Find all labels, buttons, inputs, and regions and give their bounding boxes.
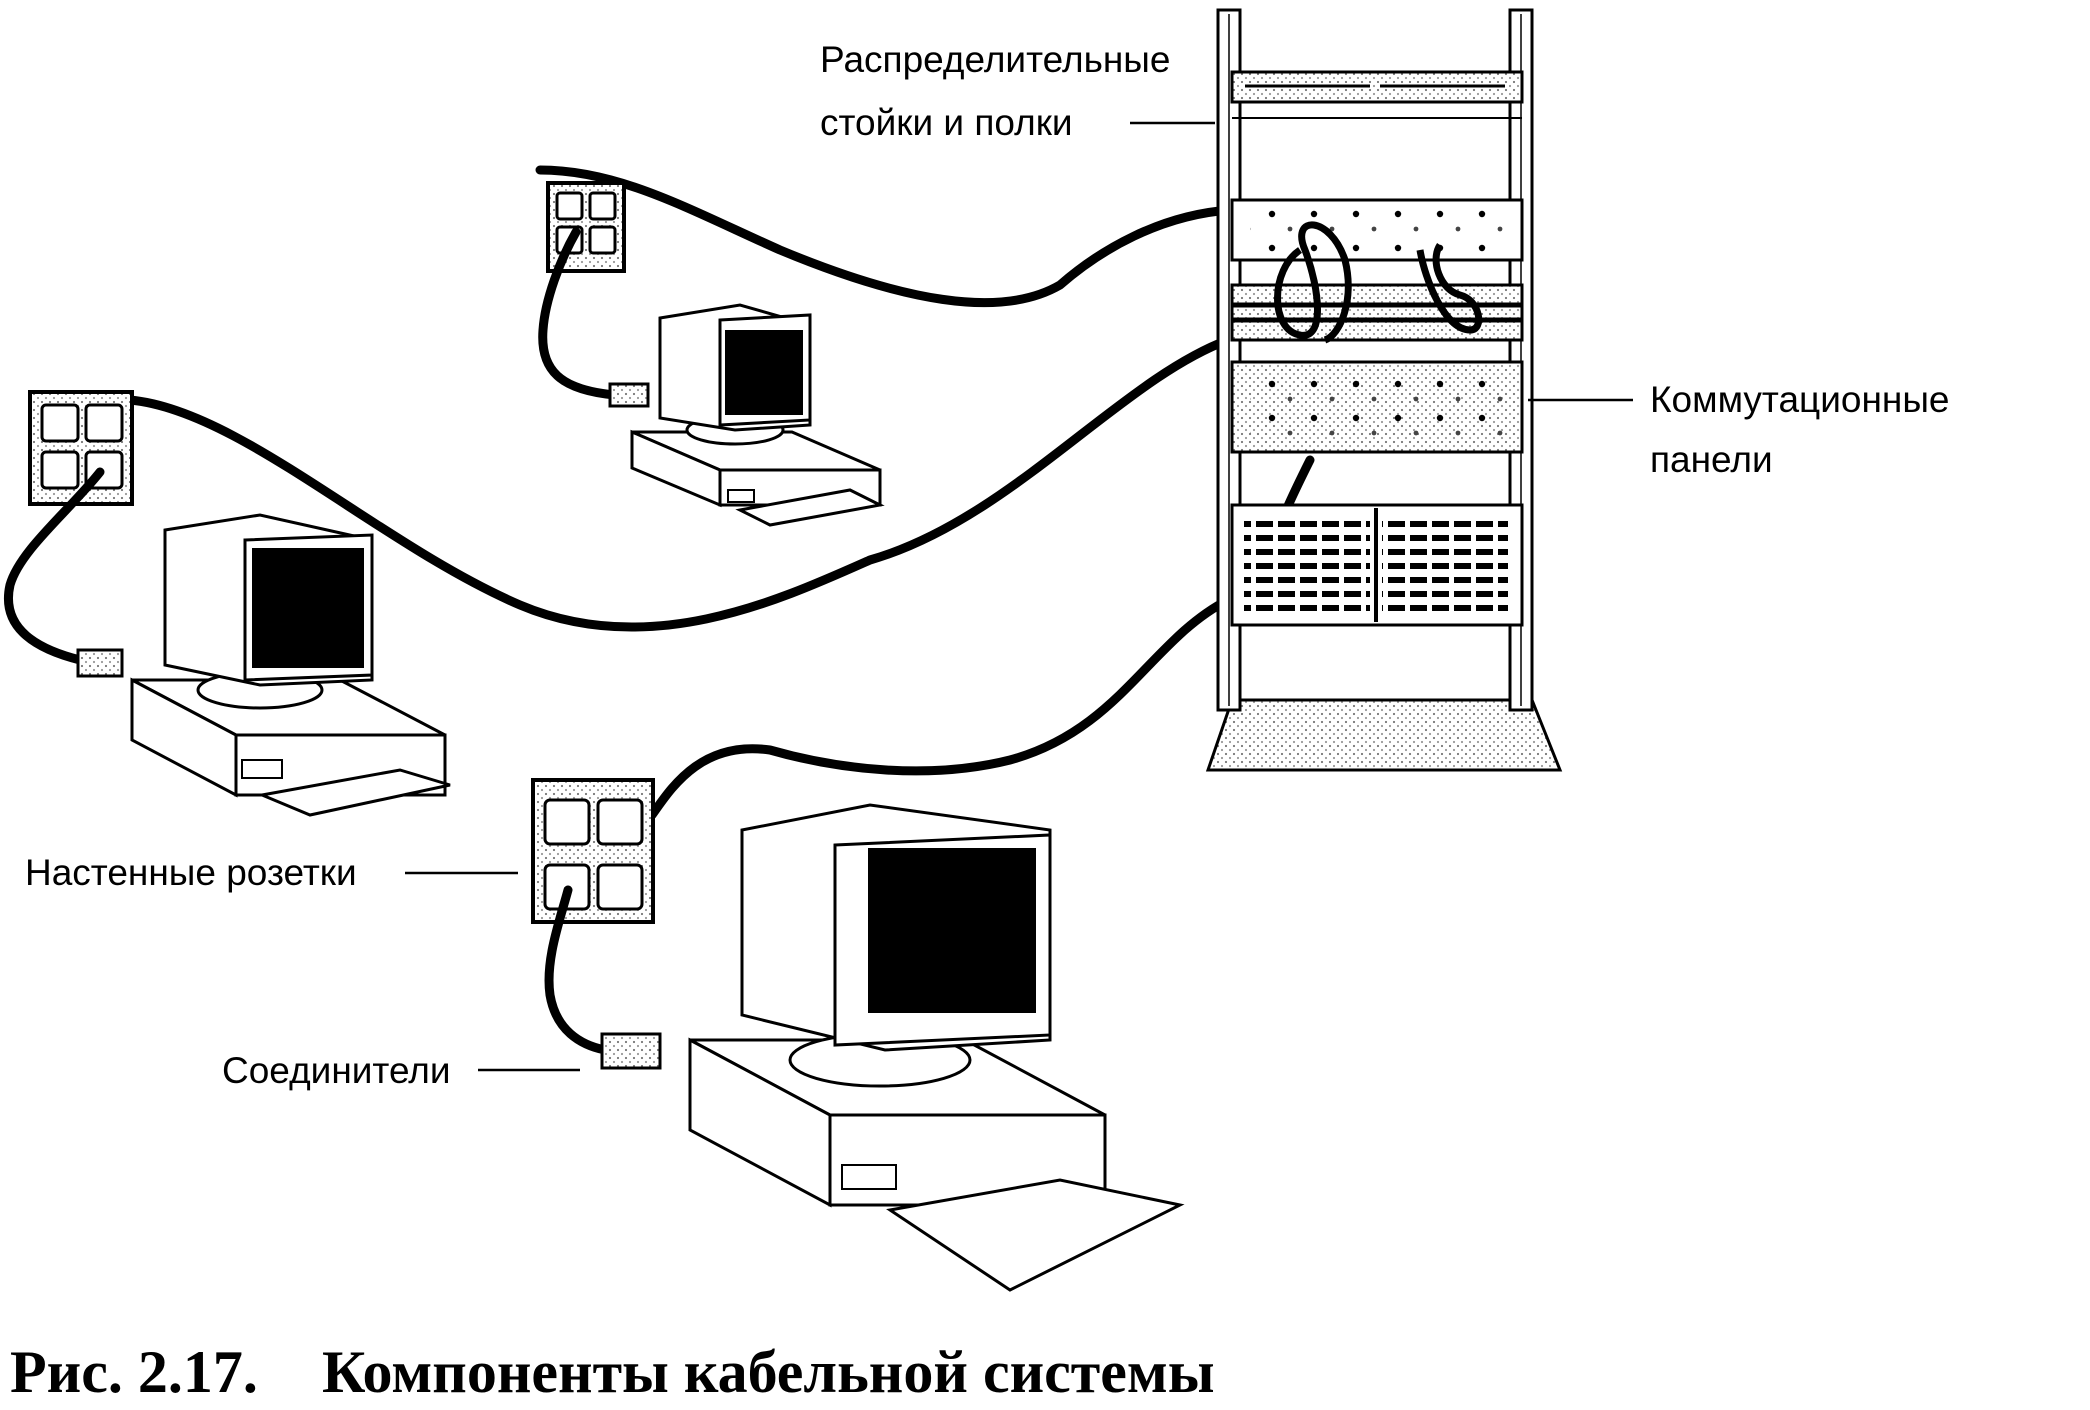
wall-outlet-left — [28, 390, 134, 506]
cable-rack-to-outlet-bottom — [647, 595, 1233, 820]
wall-outlet-bottom — [531, 778, 655, 924]
patch-cord-loops — [1274, 221, 1352, 344]
figure-caption-title: Компоненты кабельной системы — [322, 1339, 1215, 1405]
label-racks-line2: стойки и полки — [820, 102, 1073, 143]
label-racks-line1: Распределительные — [820, 39, 1170, 80]
connector-left — [76, 648, 124, 678]
rack-base — [1205, 698, 1563, 772]
computer-bottom — [688, 803, 1185, 1292]
distribution-rack — [1205, 8, 1563, 772]
label-wall-outlets: Настенные розетки — [25, 852, 357, 893]
connector-bottom — [600, 1032, 662, 1070]
cable-rack-to-outlet-left — [125, 335, 1233, 632]
cable-rack-to-outlet-middle — [535, 165, 1235, 308]
label-patch-line2: панели — [1650, 439, 1773, 480]
figure-caption-number: Рис. 2.17. — [10, 1339, 258, 1405]
computer-middle — [630, 303, 885, 527]
computer-left — [130, 513, 451, 817]
label-connectors: Соединители — [222, 1050, 451, 1091]
label-patch-line1: Коммутационные — [1650, 379, 1950, 420]
connector-middle — [608, 382, 650, 408]
